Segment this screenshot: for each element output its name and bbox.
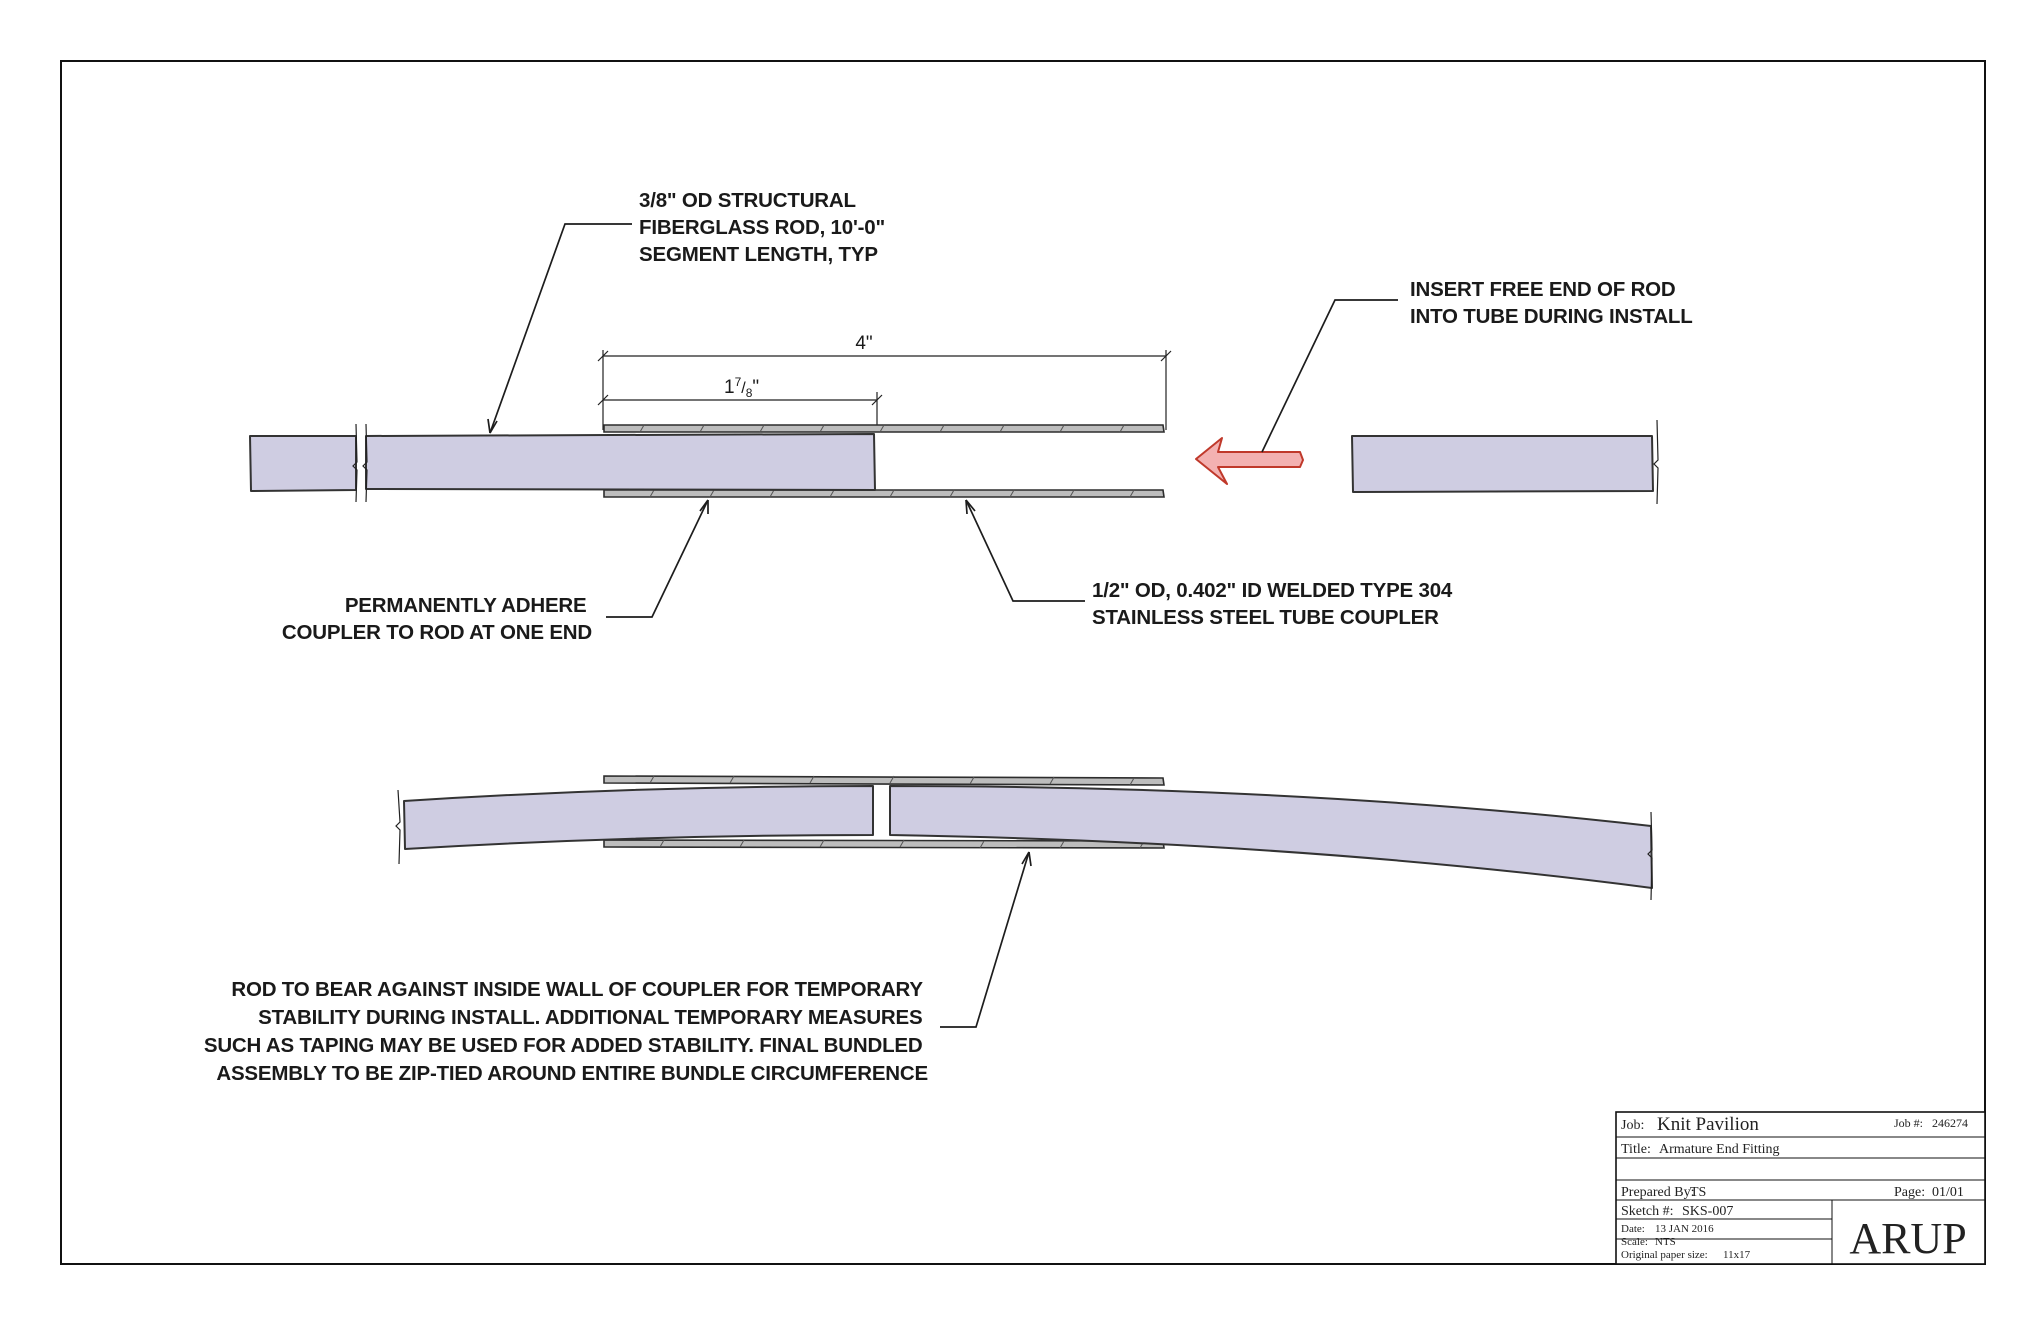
tube-coupler-upper [603,424,1165,498]
title-block: Job: Knit Pavilion Job #: 246274 Title: … [1615,1111,1986,1265]
note-tube-spec: 1/2" OD, 0.402" ID WELDED TYPE 304 STAIN… [1092,579,1458,629]
paper-size-value: 11x17 [1723,1249,1751,1261]
dimension-insert: 17/8" [597,375,883,430]
leader-rod-spec-arrowhead [487,418,498,434]
job-label: Job: [1621,1118,1644,1133]
leader-adhere [606,499,709,618]
note-rod-spec: 3/8" OD STRUCTURAL FIBERGLASS ROD, 10'-0… [639,189,890,266]
page-value: 01/01 [1932,1185,1964,1200]
sheet-border [60,60,1986,1265]
note-insert: INSERT FREE END OF ROD INTO TUBE DURING … [1410,278,1693,328]
fiberglass-rod-lower-left [395,785,874,865]
arup-logo: ARUP [1849,1214,1966,1263]
job-value: Knit Pavilion [1657,1114,1759,1135]
dimension-overall: 4" [597,333,1172,430]
date-label: Date: [1621,1223,1645,1235]
scale-value: NTS [1655,1236,1676,1248]
title-label: Title: [1621,1142,1651,1157]
sketch-value: SKS-007 [1682,1204,1733,1219]
sketch-label: Sketch #: [1621,1204,1674,1219]
job-number-value: 246274 [1932,1116,1968,1130]
note-adhere: PERMANENTLY ADHERE COUPLER TO ROD AT ONE… [282,594,592,644]
page-label: Page: [1894,1185,1925,1200]
upper-detail: 4" 17/8" [249,189,1693,644]
leader-bear [940,851,1030,1028]
tube-coupler-lower [603,775,1165,849]
job-number-label: Job #: [1894,1116,1923,1130]
prepared-by-label: Prepared By: [1621,1185,1694,1200]
date-value: 13 JAN 2016 [1655,1223,1714,1235]
title-value: Armature End Fitting [1659,1142,1780,1157]
leader-rod-spec [489,223,632,434]
note-bear: ROD TO BEAR AGAINST INSIDE WALL OF COUPL… [204,978,928,1085]
paper-size-label: Original paper size: [1621,1249,1708,1261]
leader-insert [1261,299,1398,453]
dimension-insert-label: 17/8" [724,375,759,400]
fiberglass-rod-fixed [249,423,876,503]
leader-tube-spec [965,499,1085,602]
scale-label: Scale: [1621,1236,1648,1248]
fiberglass-rod-lower-right [889,785,1653,901]
fiberglass-rod-free [1351,419,1659,505]
tube-hatching [639,424,1135,498]
dimension-overall-label: 4" [855,333,872,354]
prepared-by-value: TS [1690,1185,1706,1200]
insert-arrow-icon [1195,437,1304,485]
lower-detail: ROD TO BEAR AGAINST INSIDE WALL OF COUPL… [204,775,1653,1085]
